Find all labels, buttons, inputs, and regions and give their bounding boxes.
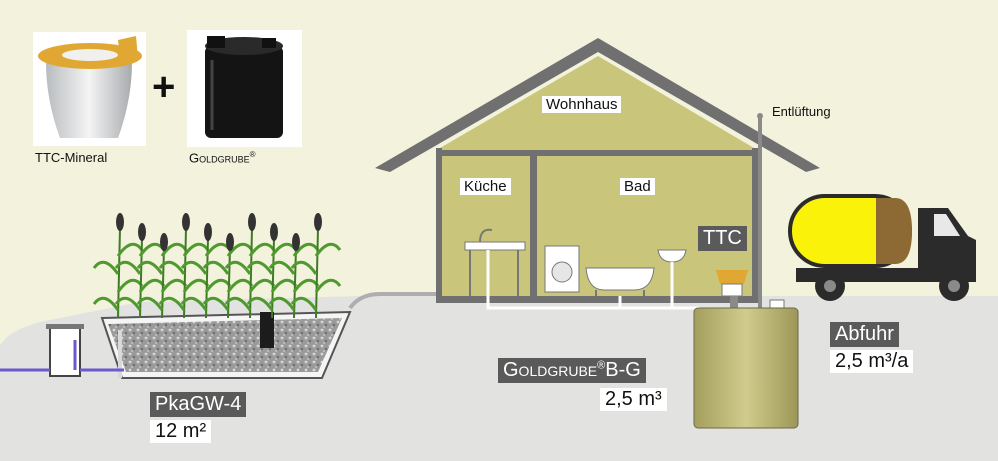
reed-plants: [92, 213, 342, 319]
reed-leaf: [224, 296, 252, 311]
reed-leaf: [270, 242, 298, 257]
reed-leaf: [204, 242, 232, 257]
reed-leaf: [160, 242, 188, 257]
reed-stem: [227, 247, 231, 319]
removal-title: Abfuhr: [830, 322, 899, 347]
reed-leaf: [114, 260, 142, 275]
reed-head: [248, 213, 256, 231]
reed-leaf: [292, 278, 320, 293]
reed-head: [314, 213, 322, 231]
removal-rate: 2,5 m³/a: [830, 350, 914, 373]
reedbed-area: 12 m²: [150, 420, 212, 443]
goldgrube-tank: [693, 296, 799, 429]
reed-head: [182, 213, 190, 231]
reed-leaf: [160, 278, 188, 293]
inspection-shaft: [0, 324, 124, 377]
toilet-label: TTC-Mineral: [35, 150, 108, 165]
reed-leaf: [136, 260, 164, 275]
tank-photo: [187, 30, 302, 147]
reed-leaf: [116, 242, 144, 257]
reed-head: [204, 223, 212, 241]
reed-head: [160, 233, 168, 251]
reed-bed: [92, 213, 352, 379]
reed-leaf: [114, 296, 142, 311]
tank-volume: 2,5 m³: [600, 388, 667, 411]
house: [375, 38, 820, 310]
reed-leaf: [268, 260, 296, 275]
reed-leaf: [136, 296, 164, 311]
tank-product-label: Goldgrube®: [189, 150, 256, 166]
vent-label: Entlüftung: [772, 104, 831, 119]
plus-sign: +: [152, 65, 176, 109]
reed-stem: [161, 247, 165, 319]
house-title: Wohnhaus: [542, 96, 622, 113]
reed-leaf: [138, 278, 166, 293]
reed-leaf: [116, 278, 144, 293]
reed-leaf: [182, 242, 210, 257]
reed-leaf: [246, 260, 274, 275]
reed-leaf: [202, 260, 230, 275]
reed-leaf: [202, 296, 230, 311]
reed-leaf: [314, 278, 342, 293]
truck: [788, 194, 976, 301]
reed-head: [270, 223, 278, 241]
reed-leaf: [92, 296, 120, 311]
greywater-pipe: [348, 292, 440, 310]
reed-head: [138, 223, 146, 241]
bath-label: Bad: [620, 178, 655, 195]
reed-leaf: [226, 278, 254, 293]
reed-leaf: [248, 278, 276, 293]
reed-leaf: [180, 296, 208, 311]
reed-leaf: [290, 296, 318, 311]
ttc-label: TTC: [698, 226, 747, 251]
reed-head: [292, 233, 300, 251]
reed-leaf: [248, 242, 276, 257]
reed-leaf: [290, 260, 318, 275]
reed-leaf: [182, 278, 210, 293]
tank-name-label: Goldgrube®B-G: [498, 358, 646, 383]
reed-leaf: [138, 242, 166, 257]
toilet-photo: [33, 32, 146, 146]
reed-leaf: [180, 260, 208, 275]
reed-leaf: [314, 242, 342, 257]
reed-leaf: [224, 260, 252, 275]
reed-leaf: [268, 296, 296, 311]
reed-leaf: [246, 296, 274, 311]
kitchen-label: Küche: [460, 178, 511, 195]
reed-leaf: [204, 278, 232, 293]
reedbed-name: PkaGW-4: [150, 392, 247, 417]
reed-head: [116, 213, 124, 231]
reed-leaf: [226, 242, 254, 257]
reed-head: [226, 233, 234, 251]
reed-leaf: [270, 278, 298, 293]
reed-leaf: [158, 296, 186, 311]
reed-leaf: [158, 260, 186, 275]
reed-stem: [293, 247, 297, 319]
reed-leaf: [92, 260, 120, 275]
reed-leaf: [292, 242, 320, 257]
